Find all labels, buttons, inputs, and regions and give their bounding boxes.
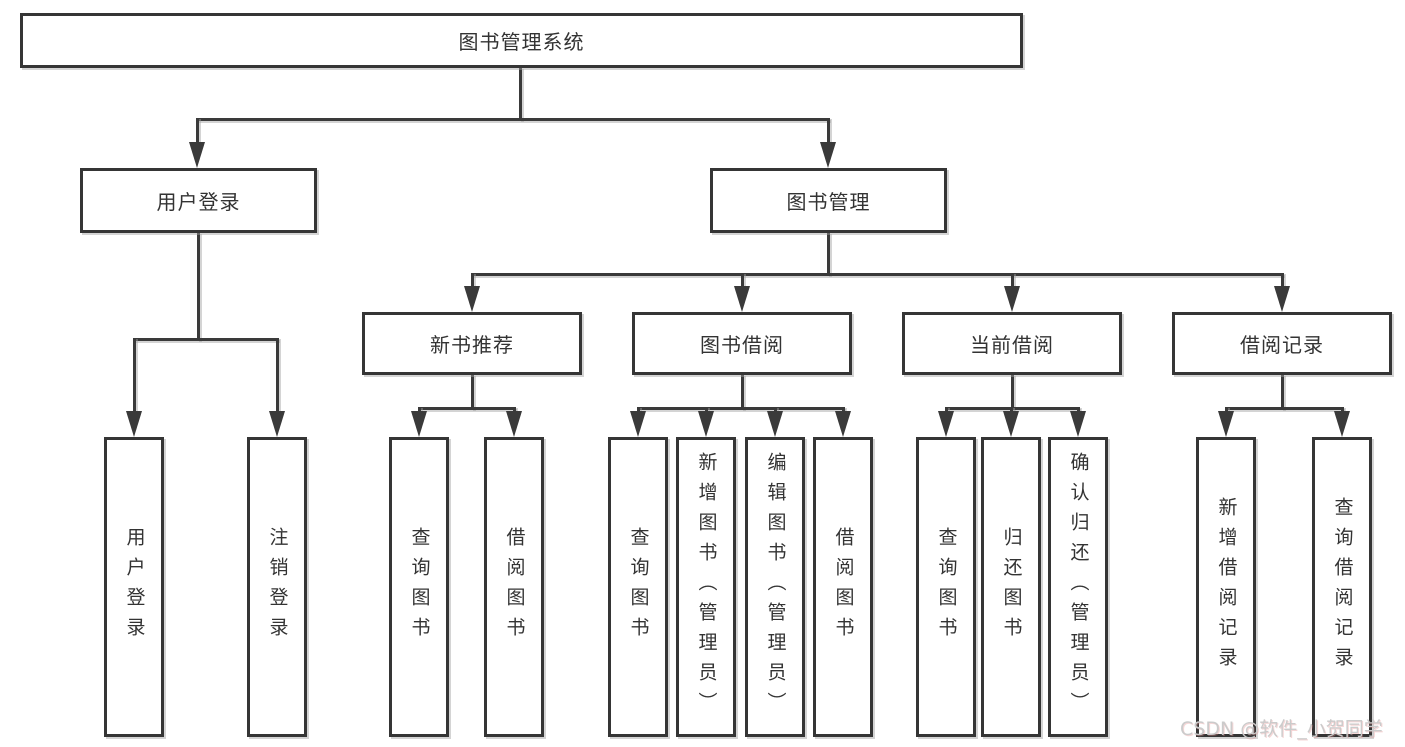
arrow-down-icon xyxy=(767,411,783,437)
connector-book-mgmt-bar xyxy=(471,273,1284,276)
leaf-add-books-admin: 新增图书（管理员） xyxy=(676,437,736,737)
leaf-search-books-recommend: 查询图书 xyxy=(389,437,449,737)
node-label: 借阅记录 xyxy=(1240,333,1324,357)
connector xyxy=(276,338,279,415)
arrow-down-icon xyxy=(938,411,954,437)
arrow-down-icon xyxy=(698,411,714,437)
leaf-search-borrow-record: 查询借阅记录 xyxy=(1312,437,1372,737)
node-label: 归还图书 xyxy=(1000,527,1023,647)
node-user-login: 用户登录 xyxy=(80,168,317,233)
node-label: 编辑图书（管理员） xyxy=(764,452,787,722)
connector xyxy=(637,407,845,410)
node-label: 确认归还（管理员） xyxy=(1067,452,1090,722)
node-label: 新书推荐 xyxy=(430,333,514,357)
connector-root-bar xyxy=(196,118,830,121)
node-label: 注销登录 xyxy=(266,527,289,647)
arrow-down-icon xyxy=(1334,411,1350,437)
node-label: 借阅图书 xyxy=(503,527,526,647)
connector xyxy=(741,273,744,289)
connector xyxy=(1281,375,1284,410)
leaf-add-borrow-record: 新增借阅记录 xyxy=(1196,437,1256,737)
arrow-down-icon xyxy=(835,411,851,437)
node-label: 用户登录 xyxy=(156,190,241,214)
connector xyxy=(418,407,516,410)
node-label: 图书管理 xyxy=(786,190,871,214)
node-current-borrowing: 当前借阅 xyxy=(902,312,1122,375)
node-label: 借阅图书 xyxy=(832,527,855,647)
node-borrowing-records: 借阅记录 xyxy=(1172,312,1392,375)
leaf-confirm-return-admin: 确认归还（管理员） xyxy=(1048,437,1108,737)
arrow-down-icon xyxy=(1218,411,1234,437)
arrow-down-icon xyxy=(734,286,750,312)
node-new-book-recommendation: 新书推荐 xyxy=(362,312,582,375)
csdn-watermark: CSDN @软件_小贺同学 xyxy=(1180,718,1383,740)
node-label: 查询图书 xyxy=(935,527,958,647)
leaf-borrow-books-recommend: 借阅图书 xyxy=(484,437,544,737)
connector-root-stub xyxy=(519,68,522,121)
leaf-logout-login: 注销登录 xyxy=(247,437,307,737)
arrow-down-icon xyxy=(1003,411,1019,437)
arrow-down-icon xyxy=(126,411,142,437)
connector xyxy=(1011,273,1014,289)
leaf-search-books-borrowing: 查询图书 xyxy=(608,437,668,737)
node-library-management-system: 图书管理系统 xyxy=(20,13,1023,68)
leaf-edit-books-admin: 编辑图书（管理员） xyxy=(745,437,805,737)
arrow-down-icon xyxy=(1070,411,1086,437)
node-label: 用户登录 xyxy=(123,527,146,647)
connector-user-login-bar xyxy=(133,338,279,341)
node-book-management: 图书管理 xyxy=(710,168,947,233)
connector xyxy=(827,118,830,145)
connector xyxy=(1281,273,1284,289)
connector xyxy=(196,118,199,145)
leaf-return-books: 归还图书 xyxy=(981,437,1041,737)
node-label: 新增借阅记录 xyxy=(1215,497,1238,677)
connector-book-mgmt-stub xyxy=(827,233,830,276)
connector-user-login-stub xyxy=(197,233,200,341)
node-label: 新增图书（管理员） xyxy=(695,452,718,722)
node-label: 当前借阅 xyxy=(970,333,1054,357)
leaf-search-books-current: 查询图书 xyxy=(916,437,976,737)
arrow-down-icon xyxy=(411,411,427,437)
arrow-down-icon xyxy=(630,411,646,437)
arrow-down-icon xyxy=(1274,286,1290,312)
arrow-down-icon xyxy=(506,411,522,437)
arrow-down-icon xyxy=(189,142,205,168)
node-label: 图书借阅 xyxy=(700,333,784,357)
leaf-borrow-books: 借阅图书 xyxy=(813,437,873,737)
leaf-user-login: 用户登录 xyxy=(104,437,164,737)
arrow-down-icon xyxy=(464,286,480,312)
arrow-down-icon xyxy=(820,142,836,168)
connector xyxy=(1011,375,1014,410)
node-label: 查询借阅记录 xyxy=(1331,497,1354,677)
connector xyxy=(741,375,744,410)
node-label: 图书管理系统 xyxy=(458,30,585,54)
connector xyxy=(471,375,474,410)
connector xyxy=(1225,407,1344,410)
arrow-down-icon xyxy=(269,411,285,437)
node-label: 查询图书 xyxy=(408,527,431,647)
arrow-down-icon xyxy=(1004,286,1020,312)
node-book-borrowing: 图书借阅 xyxy=(632,312,852,375)
connector xyxy=(471,273,474,289)
connector xyxy=(133,338,136,415)
node-label: 查询图书 xyxy=(627,527,650,647)
